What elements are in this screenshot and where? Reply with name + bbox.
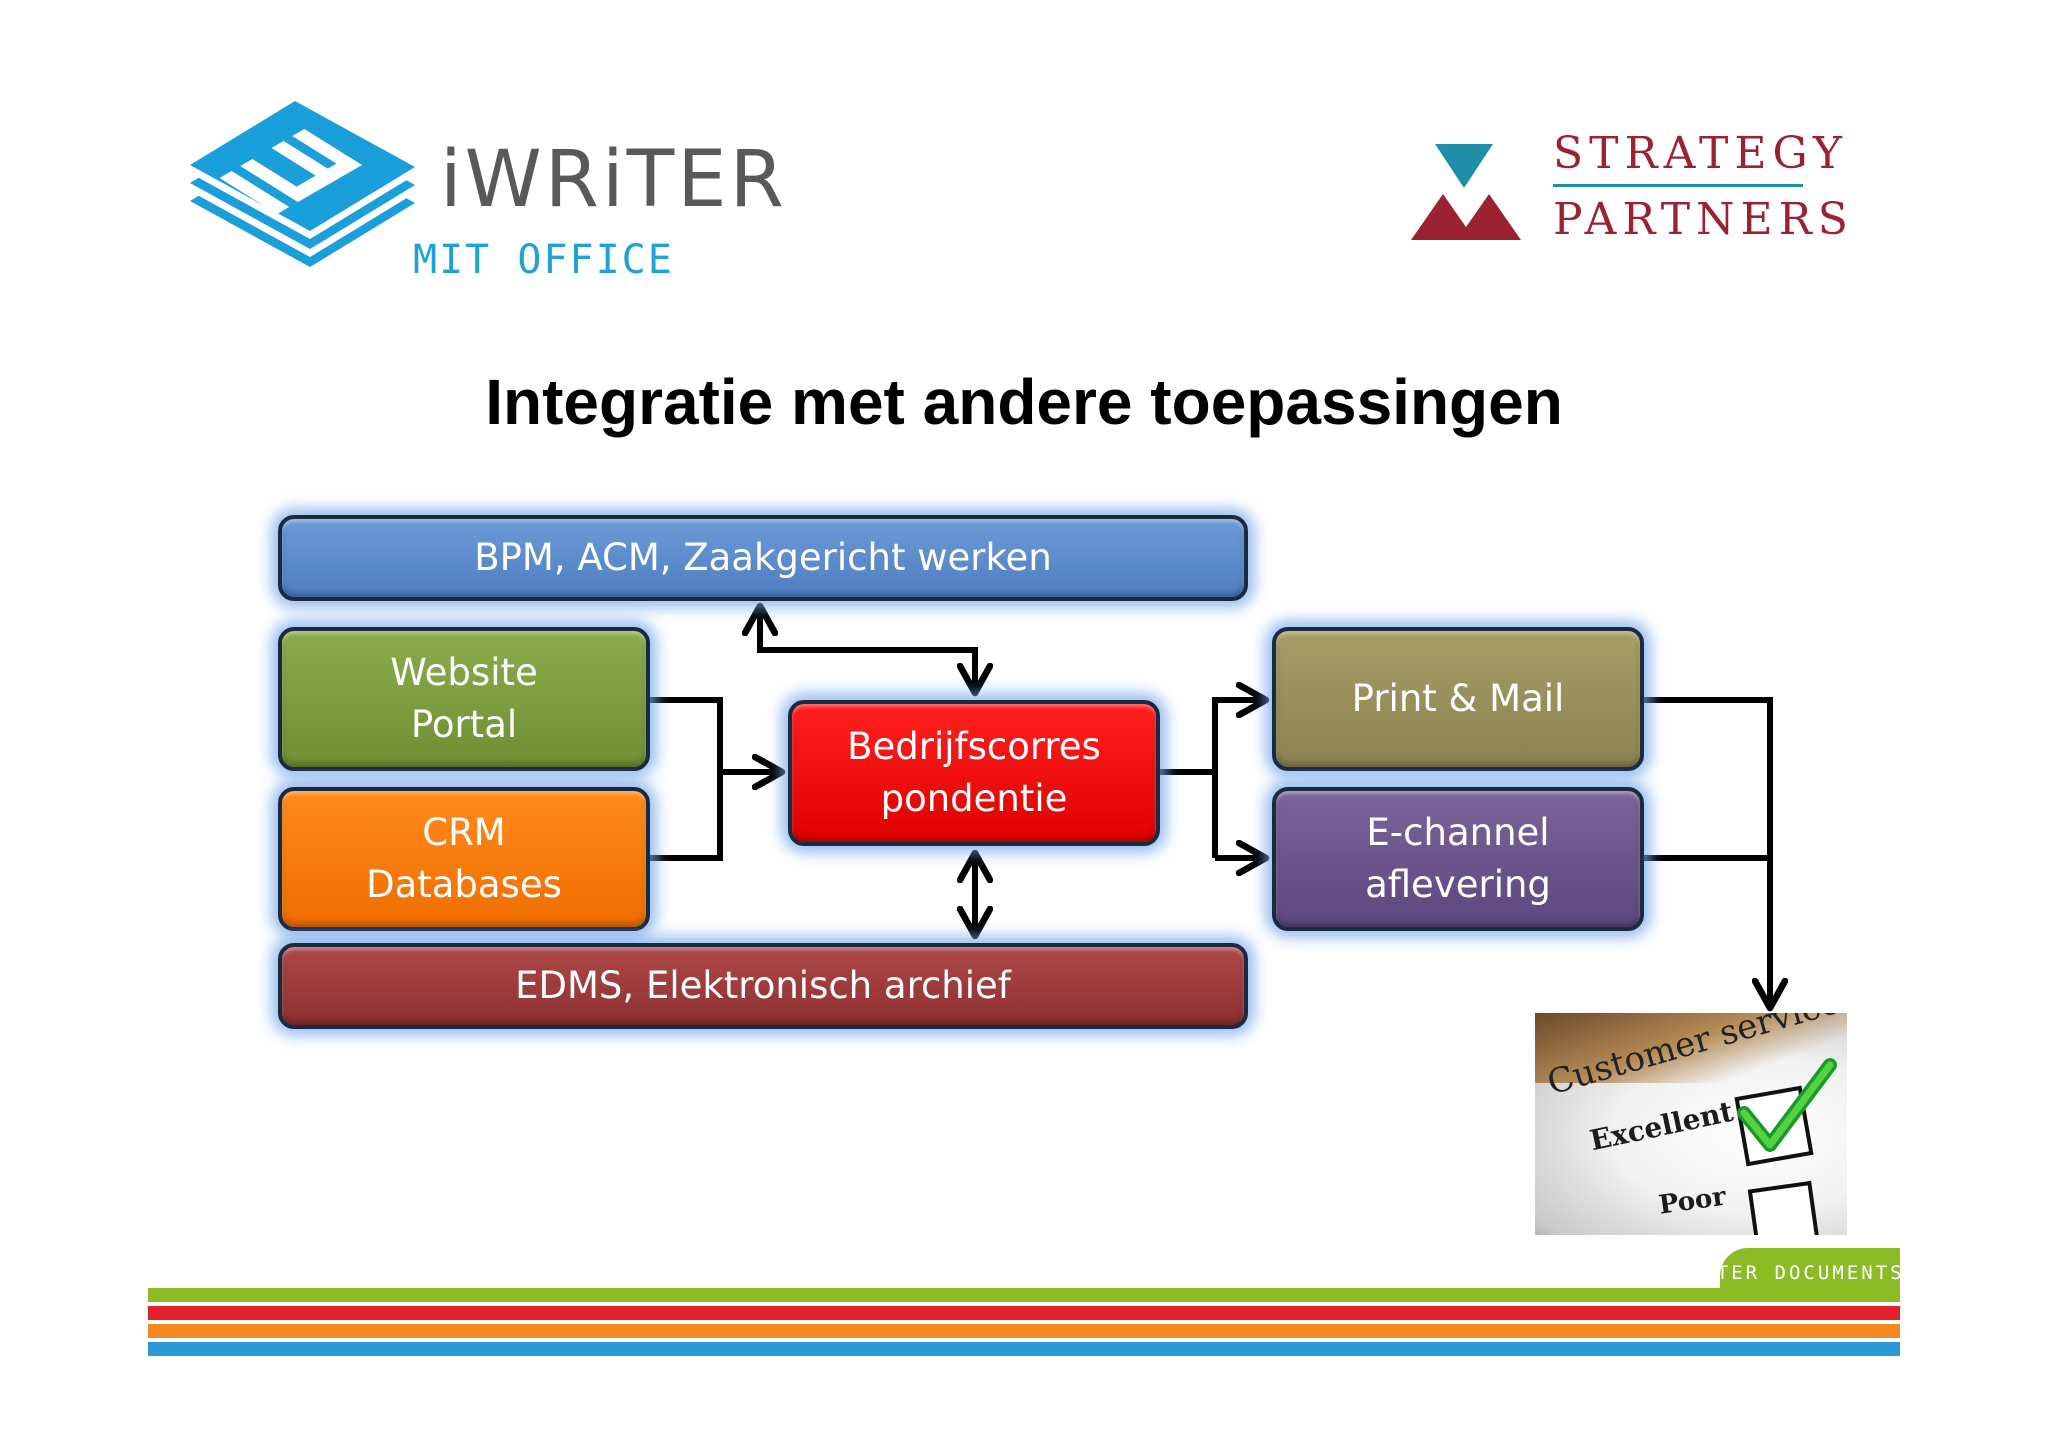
customer-service-image-backdrop [1535,1013,1847,1083]
strategy-partners-line1: STRATEGY [1553,128,1848,179]
crm-label-line1: CRM [422,811,506,854]
echannel-label-line1: E-channel [1366,811,1550,854]
page-title: Integratie met andere toepassingen [485,366,1563,438]
crm-databases-box: CRM Databases [278,787,650,931]
connector-print-out [1644,697,1770,1008]
bpm-label: BPM, ACM, Zaakgericht werken [474,536,1052,579]
website-label-line2: Portal [410,703,518,746]
footer-tagline: BETTER DOCUMENTS [1673,1262,1905,1284]
bedrijf-label-line1: Bedrijfscorres [847,725,1101,768]
iwriter-logo-mark [190,101,415,267]
checkmark-icon [1737,1058,1837,1152]
strategy-partners-logo-mark [1411,144,1521,240]
connector-website [650,697,723,861]
customer-service-option-excellent: Excellent [1587,1094,1736,1158]
footer-bar-green [148,1288,1900,1302]
print-mail-box: Print & Mail [1272,627,1644,771]
bpm-box: BPM, ACM, Zaakgericht werken [278,515,1248,601]
website-portal-box: Website Portal [278,627,650,771]
iwriter-subtitle: MIT OFFICE [413,237,674,283]
print-label: Print & Mail [1351,677,1565,720]
bedrijf-label-line2: pondentie [880,777,1068,820]
echannel-label-line2: aflevering [1365,863,1551,906]
edms-label: EDMS, Elektronisch archief [515,964,1011,1007]
edms-box: EDMS, Elektronisch archief [278,943,1248,1029]
connector-bpm-bedrijf [760,606,975,693]
strategy-partners-divider [1553,184,1803,187]
website-label-line1: Website [390,651,538,694]
bedrijfscorrespondentie-box: Bedrijfscorres pondentie [788,700,1160,846]
iwriter-wordmark: iWRiTER [440,135,787,225]
footer-bar-red [148,1306,1900,1320]
checkbox-poor [1747,1180,1821,1235]
crm-label-line2: Databases [366,863,562,906]
customer-service-image: Customer service Excellent Poor [1535,1013,1847,1235]
e-channel-box: E-channel aflevering [1272,787,1644,931]
iwriter-logo: iWRiTER MIT OFFICE [180,95,784,295]
footer-color-bars: BETTER DOCUMENTS [148,1248,1902,1360]
footer-bar-orange [148,1324,1900,1338]
strategy-partners-line2: PARTNERS [1553,194,1854,245]
strategy-partners-logo: STRATEGY PARTNERS [1405,128,1848,258]
connector-to-print [1212,700,1266,858]
customer-service-option-poor: Poor [1657,1181,1728,1221]
footer-bar-blue [148,1342,1900,1356]
